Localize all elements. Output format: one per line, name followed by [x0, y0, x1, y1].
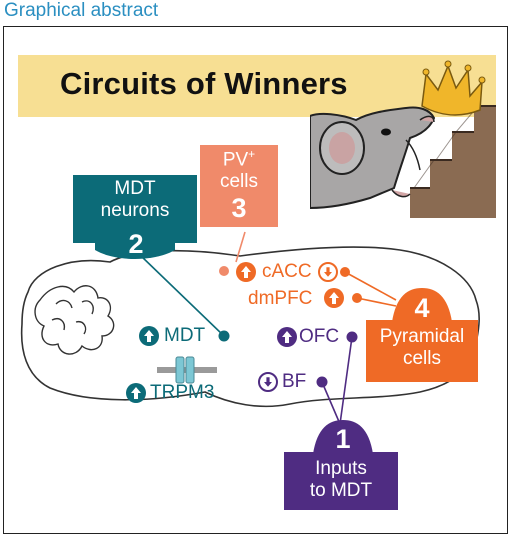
bf-label: BF — [282, 371, 307, 392]
pv-connector — [235, 231, 246, 263]
dmpfc-to-pyramidal — [356, 297, 397, 307]
mdt-dot — [218, 330, 230, 342]
ofc-connector — [339, 336, 353, 425]
inputs-to-mdt-box: Inputs to MDT — [284, 452, 398, 510]
pv-cells-label-1: PV — [222, 149, 249, 171]
figure-title: Circuits of Winners — [60, 66, 348, 101]
arrow-up-icon — [139, 326, 159, 346]
pv-cells-label-2: cells — [219, 171, 258, 193]
bf-connector — [321, 381, 341, 425]
arrow-up-icon — [236, 262, 256, 282]
mdt-neurons-label-1: MDT — [114, 178, 156, 199]
inputs-label-2: to MDT — [309, 480, 373, 501]
mdt-label: MDT — [164, 325, 206, 346]
pv-cells-number: 3 — [231, 193, 247, 224]
arrow-up-icon — [126, 383, 146, 403]
dmpfc-dot — [352, 293, 362, 303]
pyramidal-number: 4 — [414, 293, 430, 323]
dmpfc-label: dmPFC — [248, 288, 313, 309]
arrow-down-icon — [318, 262, 338, 282]
graphical-abstract-header: Graphical abstract — [4, 0, 159, 21]
pv-cells-box: PV+ cells 3 — [200, 145, 278, 227]
inputs-tab — [313, 420, 373, 454]
ofc-label: OFC — [299, 326, 340, 347]
cacc-dot — [340, 267, 350, 277]
pyramidal-label-1: Pyramidal — [379, 326, 465, 347]
pyramidal-cells-box: Pyramidal cells — [366, 320, 478, 382]
mdt-neurons-tab — [95, 240, 175, 259]
pv-dot — [219, 266, 229, 276]
mdt-neurons-box: MDT neurons — [73, 175, 197, 243]
staircase-illustration — [410, 105, 496, 218]
arrow-up-icon — [277, 327, 297, 347]
mdt-neurons-number: 2 — [128, 229, 144, 259]
cerebellum-folds — [34, 285, 115, 355]
trpm3-channel-icon — [157, 356, 217, 384]
inputs-label-1: Inputs — [315, 458, 367, 479]
mdt-neurons-connector — [139, 254, 225, 337]
winning-mouse-illustration — [310, 60, 496, 218]
pyramidal-tab — [392, 288, 452, 322]
trpm3-label: TRPM3 — [150, 382, 215, 403]
bf-dot — [316, 376, 328, 388]
pyramidal-label-2: cells — [402, 348, 441, 369]
mdt-neurons-label-2: neurons — [100, 200, 170, 221]
figure-frame — [3, 26, 508, 534]
arrow-down-icon — [258, 372, 278, 392]
crown-icon — [421, 60, 486, 116]
ofc-dot — [346, 331, 358, 343]
cacc-label: cACC — [262, 261, 312, 282]
inputs-number: 1 — [335, 424, 351, 454]
arrow-up-icon — [324, 288, 344, 308]
pv-cells-label-sup: + — [248, 147, 256, 161]
cacc-to-pyramidal — [344, 271, 397, 301]
mouse-body — [310, 106, 436, 210]
